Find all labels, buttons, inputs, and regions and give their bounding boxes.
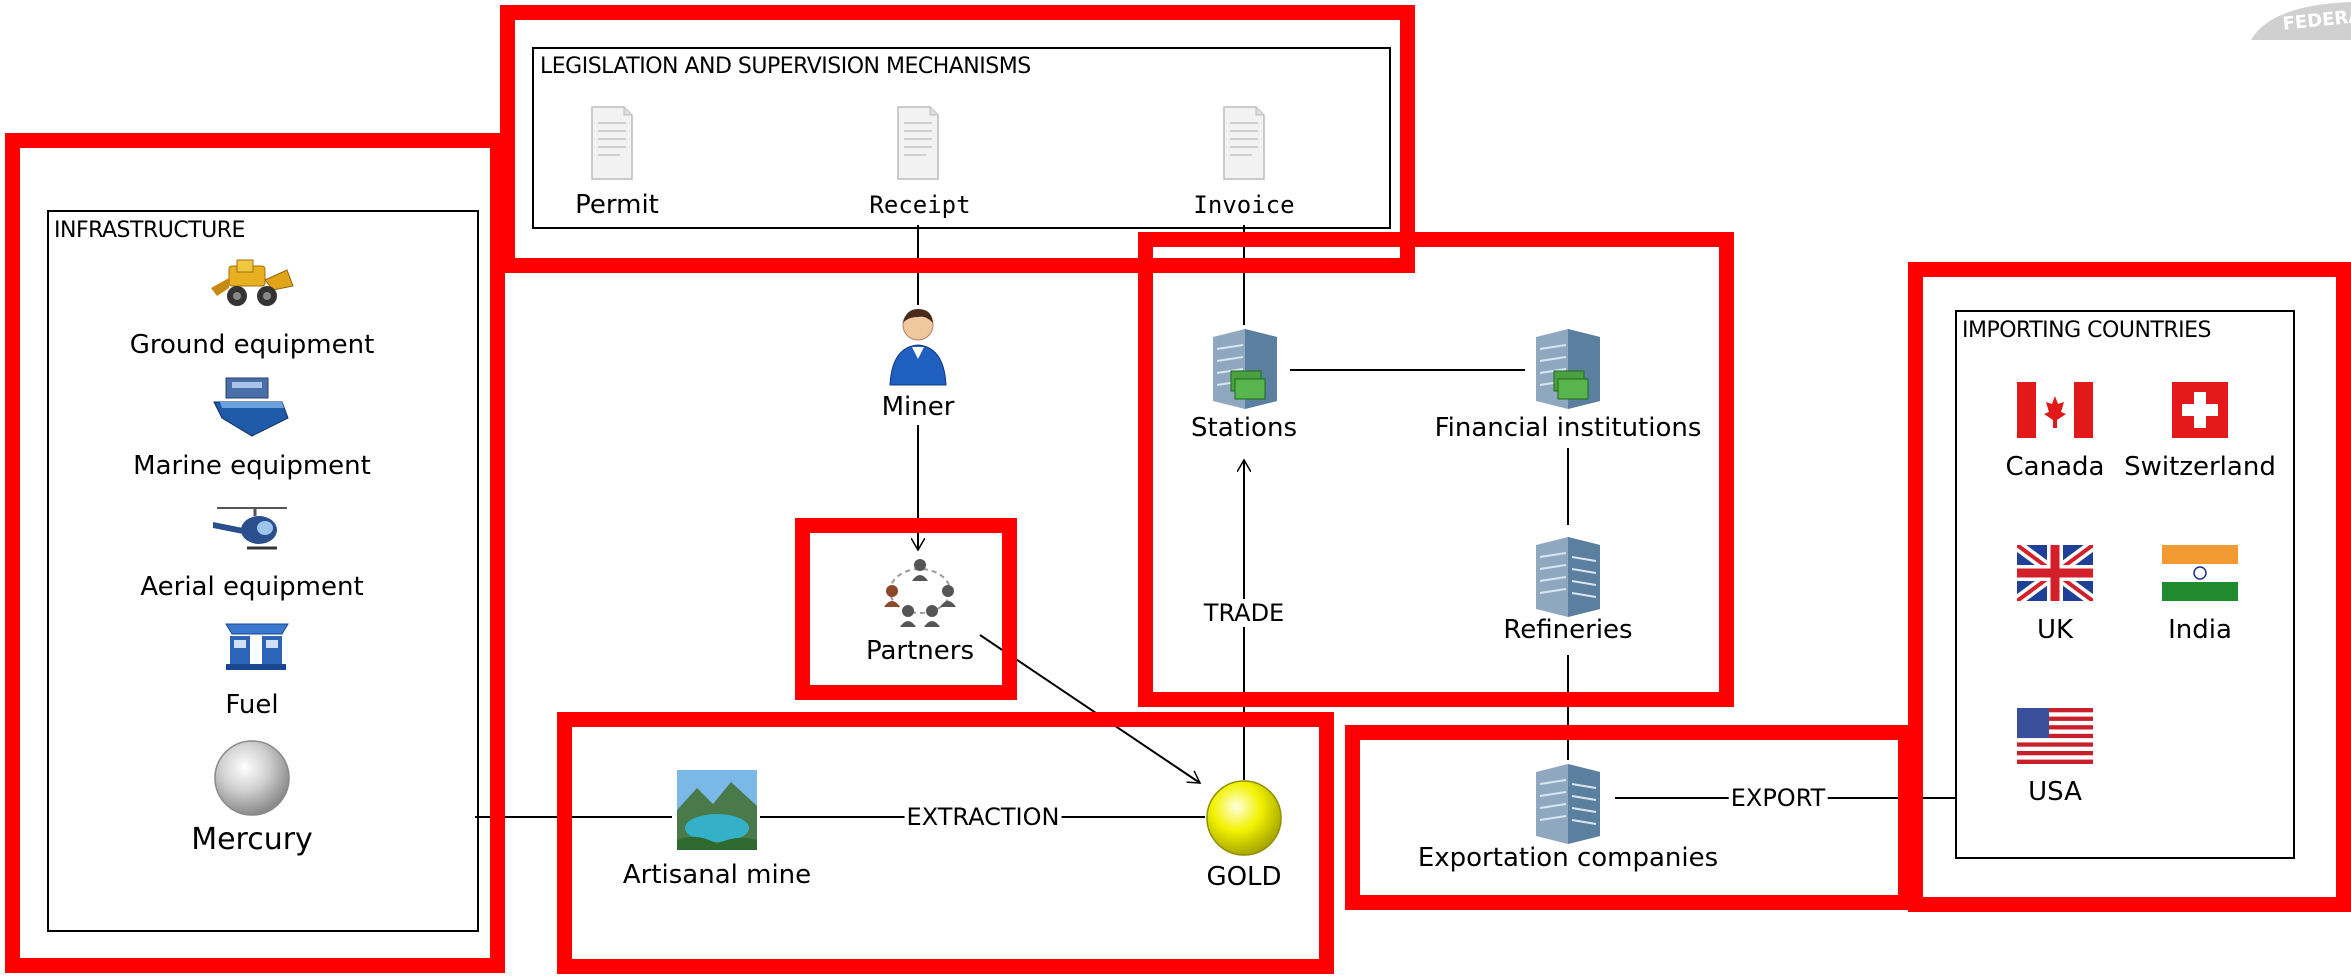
document-icon — [896, 105, 940, 185]
aerial-equipment-label: Aerial equipment — [140, 572, 364, 602]
importing-countries-title: IMPORTING COUNTRIES — [1962, 318, 2211, 343]
building-icon — [1528, 325, 1608, 413]
watermark-logo: FEDERAL — [2241, 0, 2351, 44]
landscape-mine-icon — [677, 770, 757, 854]
partners-group-icon — [882, 555, 958, 631]
mercury-label: Mercury — [191, 822, 313, 857]
uk-flag-icon — [2013, 540, 2097, 606]
document-icon — [1222, 105, 1266, 185]
usa-label: USA — [2028, 777, 2082, 807]
helicopter-icon — [207, 500, 297, 564]
document-icon — [590, 105, 634, 185]
export-edge-label: EXPORT — [1728, 784, 1828, 812]
partners-label: Partners — [865, 636, 975, 666]
stations-label: Stations — [1191, 413, 1297, 443]
highlight-importing — [1908, 262, 2351, 912]
uk-label: UK — [2036, 615, 2074, 645]
fuel-pump-icon — [222, 618, 292, 678]
building-icon — [1528, 760, 1608, 848]
highlight-export — [1345, 725, 1913, 910]
marine-equipment-label: Marine equipment — [133, 451, 371, 481]
highlight-trade-finance — [1138, 232, 1734, 707]
infrastructure-box — [47, 210, 479, 932]
importing-countries-box — [1955, 310, 2295, 859]
bulldozer-icon — [207, 258, 297, 312]
miner-person-icon — [886, 305, 950, 391]
building-icon — [1205, 325, 1285, 413]
artisanal-mine-label: Artisanal mine — [622, 860, 812, 890]
gold-sphere-icon — [1204, 778, 1284, 862]
miner-label: Miner — [881, 392, 955, 422]
building-icon — [1528, 533, 1608, 621]
extraction-edge-label: EXTRACTION — [904, 803, 1062, 831]
exportation-companies-label: Exportation companies — [1417, 843, 1719, 873]
switzerland-label: Switzerland — [2124, 452, 2276, 482]
india-label: India — [2168, 615, 2232, 645]
india-flag-icon — [2162, 545, 2238, 605]
switzerland-flag-icon — [2172, 382, 2228, 442]
gold-label: GOLD — [1206, 862, 1282, 892]
legislation-box — [532, 47, 1391, 229]
boat-icon — [212, 372, 292, 442]
highlight-extraction — [557, 712, 1334, 974]
infrastructure-title: INFRASTRUCTURE — [54, 218, 245, 243]
ground-equipment-label: Ground equipment — [129, 330, 375, 360]
canada-flag-icon — [2017, 382, 2093, 442]
fuel-label: Fuel — [225, 690, 279, 720]
highlight-infrastructure — [5, 133, 505, 973]
canada-label: Canada — [2005, 452, 2105, 482]
trade-edge-label: TRADE — [1201, 599, 1287, 627]
legislation-title: LEGISLATION AND SUPERVISION MECHANISMS — [540, 54, 1031, 79]
receipt-label: Receipt — [869, 191, 971, 219]
usa-flag-icon — [2017, 708, 2093, 768]
highlight-partners — [795, 518, 1017, 700]
permit-label: Permit — [575, 190, 659, 220]
grey-sphere-icon — [212, 738, 292, 822]
refineries-label: Refineries — [1503, 615, 1633, 645]
invoice-label: Invoice — [1193, 191, 1295, 219]
financial-institutions-label: Financial institutions — [1434, 413, 1702, 443]
